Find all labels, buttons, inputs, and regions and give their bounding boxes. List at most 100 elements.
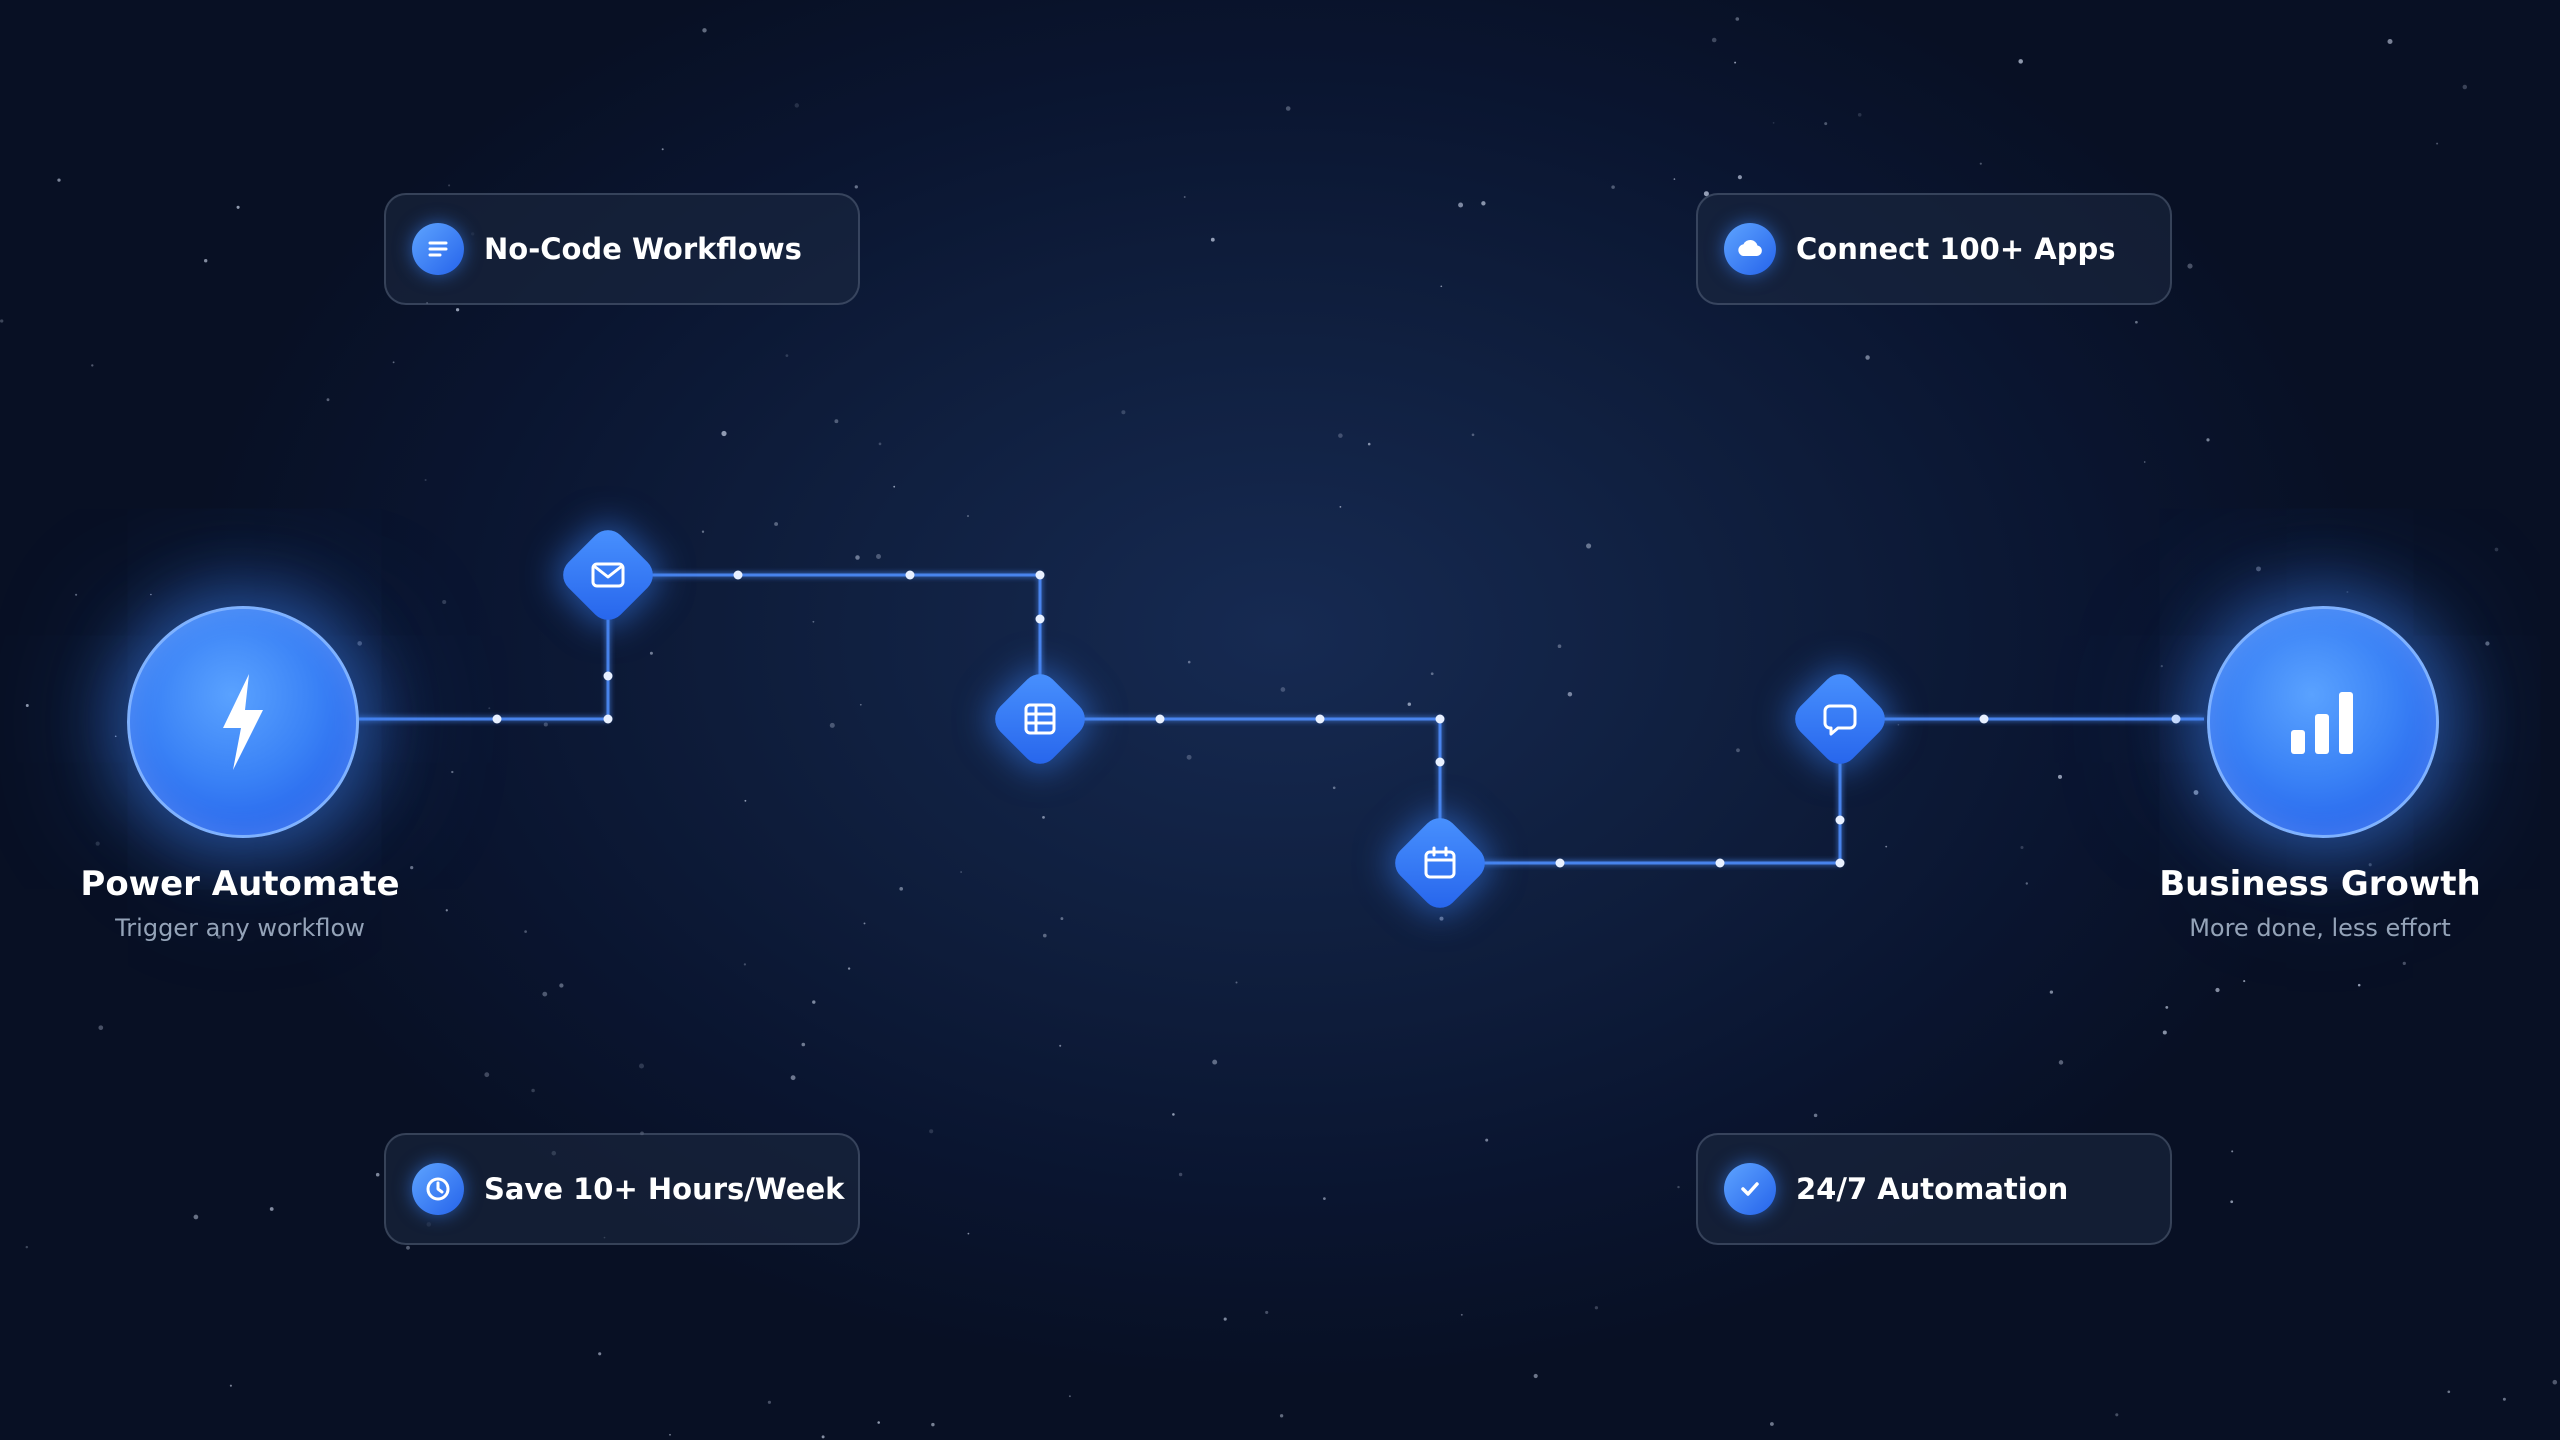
star — [1060, 917, 1064, 921]
star — [2346, 591, 2349, 593]
star — [1471, 433, 1475, 437]
business-growth-hub[interactable] — [2207, 606, 2439, 838]
power-automate-subtitle: Trigger any workflow — [115, 914, 365, 942]
star — [2058, 1060, 2064, 1065]
star — [702, 28, 707, 33]
star — [1367, 442, 1371, 446]
star — [2368, 863, 2372, 867]
connector-dot — [1315, 714, 1325, 724]
checkmark-icon — [1724, 1163, 1776, 1215]
star — [2436, 142, 2439, 145]
star — [2018, 59, 2023, 64]
connector-dot — [603, 671, 613, 681]
star — [929, 1129, 934, 1134]
star — [1594, 1306, 1599, 1310]
connector-dot — [733, 570, 743, 580]
star — [1212, 1059, 1218, 1065]
star — [1280, 687, 1286, 692]
star — [829, 722, 835, 728]
star — [794, 103, 800, 108]
connector-dot — [1035, 614, 1045, 624]
connector-dot — [1979, 714, 1989, 724]
star — [847, 967, 851, 970]
star — [1734, 61, 1737, 64]
star — [1332, 786, 1336, 790]
calendar-icon — [1420, 843, 1460, 883]
star — [1857, 112, 1862, 117]
star — [2485, 641, 2490, 646]
cloud-icon — [1724, 223, 1776, 275]
star — [1673, 178, 1676, 180]
star — [649, 651, 653, 655]
star — [1059, 1044, 1062, 1047]
star — [2206, 438, 2210, 442]
star — [967, 1232, 970, 1235]
star — [2243, 980, 2246, 983]
star — [744, 799, 747, 802]
star — [859, 703, 862, 706]
star — [2049, 990, 2054, 994]
star — [931, 1422, 935, 1427]
feature-card-label: No-Code Workflows — [484, 232, 802, 266]
star — [2552, 1379, 2558, 1385]
connector-dot — [2171, 714, 2181, 724]
star — [424, 478, 427, 482]
bar-chart-icon — [2291, 692, 2353, 754]
star — [2165, 1006, 2169, 1009]
star — [1285, 106, 1291, 111]
star — [1339, 506, 1342, 508]
star — [1711, 37, 1717, 43]
business-growth-subtitle: More done, less effort — [2189, 914, 2451, 942]
star — [721, 430, 727, 437]
list-lines-icon — [412, 223, 464, 275]
star — [1178, 1172, 1183, 1177]
connector-dot — [603, 714, 613, 724]
connector-calendar-to-chat — [1478, 758, 1842, 865]
star — [406, 1245, 410, 1250]
star — [821, 1435, 825, 1439]
star — [442, 599, 447, 605]
connector-dot — [1835, 815, 1845, 825]
star — [785, 354, 789, 357]
star — [801, 1042, 806, 1047]
star — [1121, 410, 1126, 415]
star — [204, 259, 208, 263]
star — [2115, 1413, 2119, 1417]
star — [2357, 983, 2361, 987]
chat-bubble-icon — [1820, 699, 1860, 739]
star — [357, 641, 363, 646]
star — [1533, 1373, 1538, 1379]
star — [638, 1063, 645, 1069]
star — [1439, 916, 1444, 921]
star — [1458, 202, 1464, 208]
feature-card-label: Save 10+ Hours/Week — [484, 1172, 845, 1206]
star — [1265, 1310, 1269, 1314]
connector-dot — [492, 714, 502, 724]
star — [2160, 664, 2163, 668]
star — [1824, 122, 1828, 126]
star — [877, 1421, 880, 1424]
star — [774, 522, 779, 526]
star — [91, 364, 94, 367]
star — [392, 361, 395, 364]
power-automate-title: Power Automate — [80, 864, 400, 904]
star — [2494, 547, 2499, 552]
feature-card-connect-apps[interactable]: Connect 100+ Apps — [1696, 193, 2172, 305]
star — [326, 398, 330, 402]
feature-card-automation[interactable]: 24/7 Automation — [1696, 1133, 2172, 1245]
star — [2135, 320, 2138, 324]
star — [701, 530, 705, 533]
star — [524, 930, 527, 933]
power-automate-hub[interactable] — [127, 606, 359, 838]
star — [448, 184, 451, 187]
feature-card-save-hours[interactable]: Save 10+ Hours/Week — [384, 1133, 860, 1245]
star — [2502, 1397, 2506, 1401]
star — [1557, 644, 1562, 649]
feature-card-no-code[interactable]: No-Code Workflows — [384, 193, 860, 305]
star — [95, 841, 100, 846]
star — [2402, 961, 2406, 966]
star — [375, 1172, 380, 1177]
star — [98, 1025, 104, 1031]
star — [1323, 1197, 1326, 1200]
connector-dots — [492, 570, 2181, 868]
